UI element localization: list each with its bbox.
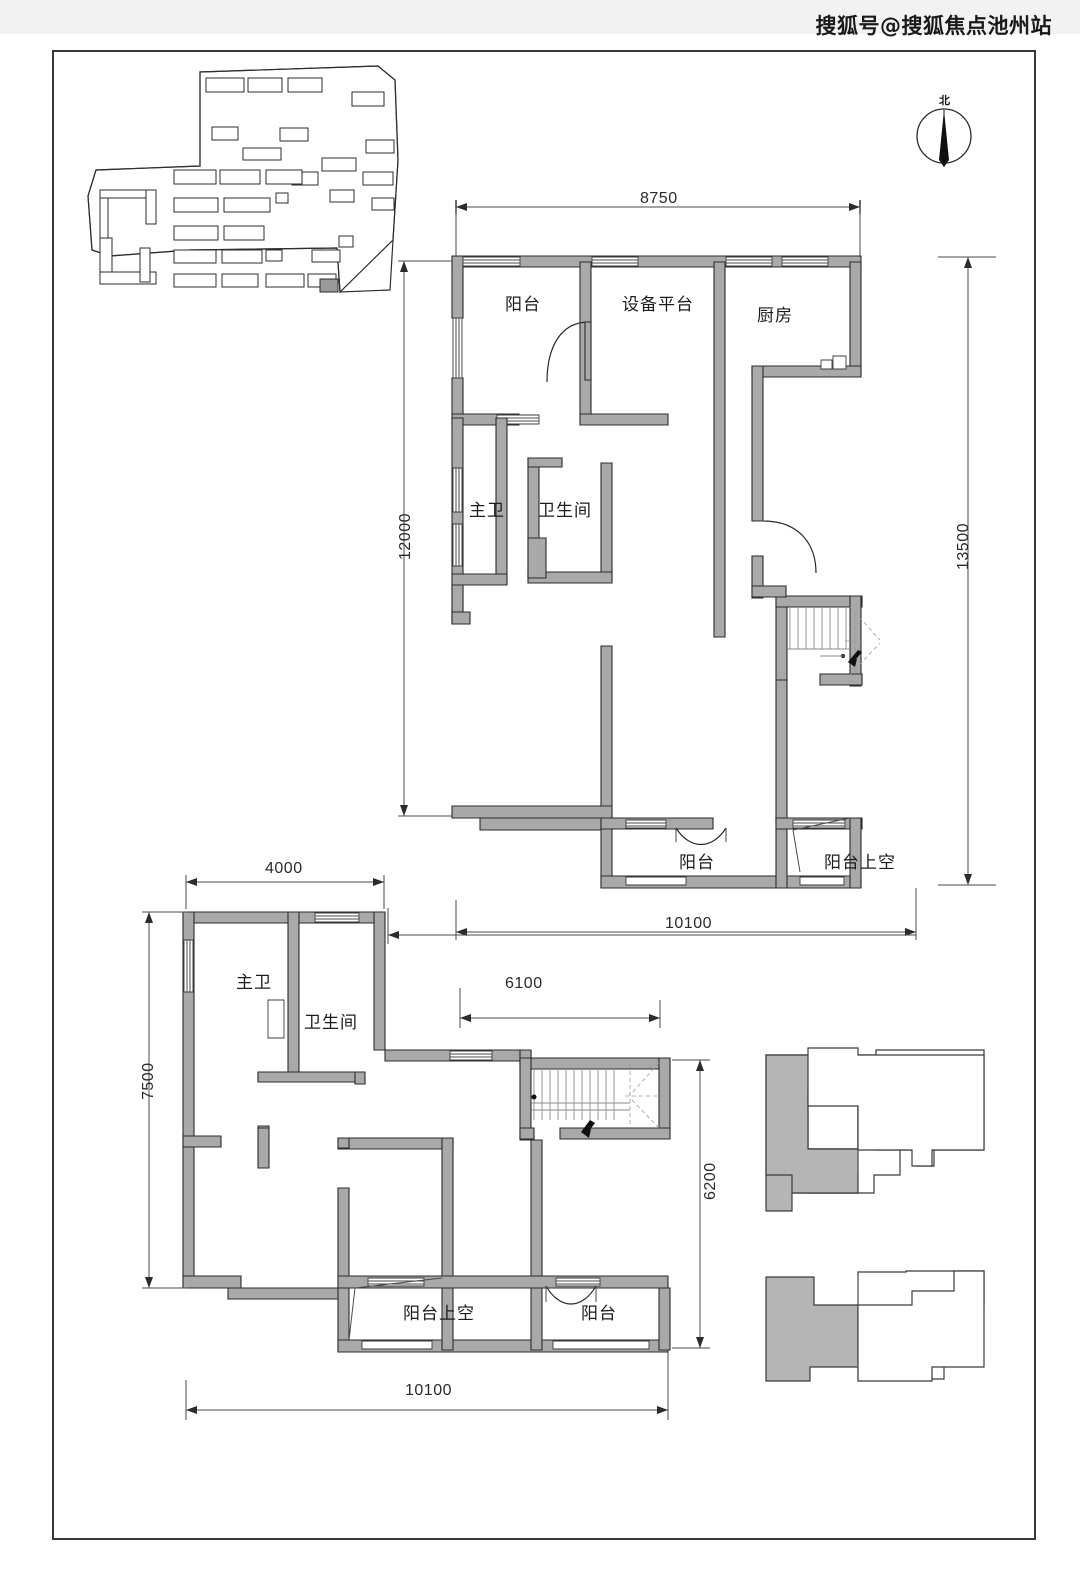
room-label-balcony-void-lower: 阳台上空: [403, 1304, 475, 1324]
room-label-master-bath-lower: 主卫: [236, 973, 272, 993]
dimension-8750: 8750: [640, 190, 678, 207]
room-label-equipment-platform: 设备平台: [622, 295, 694, 315]
room-label-bathroom-lower: 卫生间: [304, 1013, 358, 1033]
lower-plan-dimension-lines: [142, 875, 916, 1420]
room-label-balcony-upper-2: 阳台: [679, 853, 715, 873]
site-highlighted-unit: [319, 278, 339, 293]
dimension-10100-upper: 10100: [665, 915, 712, 932]
key-diagram-lower: [765, 1270, 985, 1382]
room-label-master-bath-upper: 主卫: [469, 501, 505, 521]
room-label-balcony-lower: 阳台: [581, 1304, 617, 1324]
key-diagram-upper: [765, 1047, 985, 1212]
north-label: 北: [939, 94, 950, 107]
dimension-4000: 4000: [265, 860, 303, 877]
dimension-10100-lower: 10100: [405, 1382, 452, 1399]
upper-floor-plan-walls: [451, 255, 863, 889]
dimension-13500: 13500: [955, 523, 972, 570]
dimension-6200: 6200: [702, 1162, 719, 1200]
room-label-balcony-upper-1: 阳台: [505, 295, 541, 315]
room-label-kitchen: 厨房: [757, 306, 793, 326]
north-arrow-icon: [916, 108, 972, 167]
lower-floor-plan-walls: [182, 911, 671, 1353]
site-plan-graphic: [87, 65, 399, 294]
lower-plan-staircase: [531, 1062, 663, 1138]
dimension-7500: 7500: [140, 1062, 157, 1100]
dimension-6100: 6100: [505, 975, 543, 992]
room-label-balcony-void-upper: 阳台上空: [824, 853, 896, 873]
room-label-bathroom-upper: 卫生间: [538, 501, 592, 521]
watermark-sohu: 搜狐号@搜狐焦点池州站: [815, 14, 1052, 38]
upper-plan-staircase: [788, 606, 881, 676]
upper-plan-dimension-lines: [398, 200, 996, 940]
dimension-12000: 12000: [397, 513, 414, 560]
